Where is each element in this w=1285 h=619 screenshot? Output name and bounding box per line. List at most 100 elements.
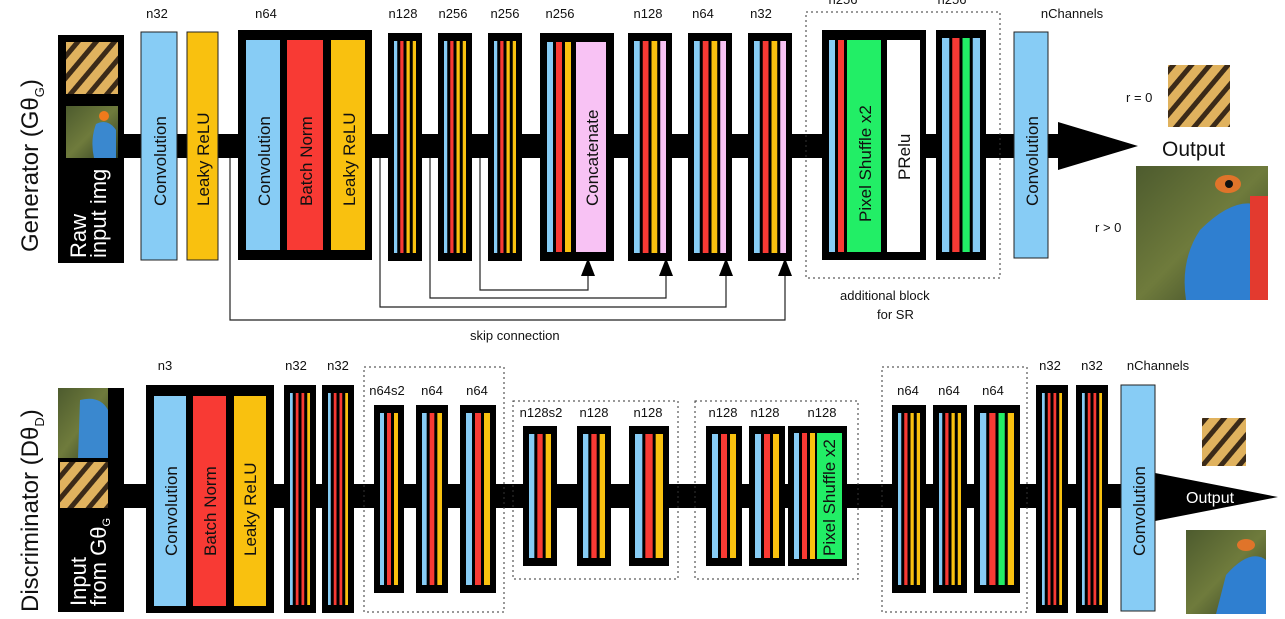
generator-conv1-label: Convolution <box>151 116 170 206</box>
discriminator-stack-block <box>1076 385 1108 613</box>
generator-input-panel: Raw input img <box>58 35 124 263</box>
generator-channel-label: n128 <box>389 6 418 21</box>
discriminator-pixelshuffle-label: Pixel Shuffle x2 <box>820 439 839 556</box>
generator-side-title: Generator (GθG) <box>17 79 47 252</box>
discriminator-output-arrow <box>1150 472 1278 522</box>
discriminator-input-caption-1: Input <box>66 557 91 606</box>
sr-block-frame <box>805 11 1001 279</box>
generator-channel-label: nChannels <box>1041 6 1104 21</box>
generator-leaky1-label: Leaky ReLU <box>194 112 213 206</box>
discriminator-batchnorm-label: Batch Norm <box>201 466 220 556</box>
generator-section: Generator (GθG) Raw input img Convolutio… <box>17 11 1268 343</box>
discriminator-leaky-label: Leaky ReLU <box>241 462 260 556</box>
output-rpos-image <box>1136 166 1268 300</box>
discriminator-channel-label: n32 <box>1081 358 1103 373</box>
discriminator-channel-label: n128 <box>580 405 609 420</box>
generator-conv-out-label: Convolution <box>1023 116 1042 206</box>
generator-channel-labels: n32n64n128n256n256n256n128n64n32n256n256… <box>146 0 1103 21</box>
sr-block-label-1: additional block <box>840 288 930 303</box>
output-rpos-label: r > 0 <box>1095 220 1121 235</box>
discriminator-pixelshuffle-block: Pixel Shuffle x2 <box>788 426 847 566</box>
discriminator-stack-block <box>374 405 404 593</box>
discriminator-stack-block <box>460 405 496 593</box>
discriminator-channel-label: n64 <box>421 383 443 398</box>
discriminator-stack-block <box>284 385 316 613</box>
generator-channel-label: n256 <box>491 6 520 21</box>
generator-leaky1-block <box>186 31 219 261</box>
discriminator-channel-label: n128 <box>634 405 663 420</box>
discriminator-side-title: Discriminator (DθD) <box>17 409 47 612</box>
generator-leaky2-label: Leaky ReLU <box>340 112 359 206</box>
sr-block-label-2: for SR <box>877 307 914 322</box>
output-r0-label: r = 0 <box>1126 90 1152 105</box>
generator-output-title: Output <box>1162 138 1225 161</box>
generator-concat-label: Concatenate <box>583 110 602 206</box>
generator-conv-out-block <box>1013 31 1049 259</box>
discriminator-input-caption-2: from GθG <box>86 518 113 606</box>
discriminator-channel-label: n128 <box>709 405 738 420</box>
generator-batchnorm-label: Batch Norm <box>297 116 316 206</box>
generator-input-caption-1: Raw <box>66 214 91 258</box>
generator-channel-label: n64 <box>255 6 277 21</box>
discriminator-n3-block: Convolution Batch Norm Leaky ReLU <box>146 385 274 613</box>
discriminator-conv1-label: Convolution <box>162 466 181 556</box>
generator-stack-block <box>438 33 472 261</box>
generator-input-caption-2: input img <box>86 169 111 258</box>
generator-stack-block <box>748 33 792 261</box>
generator-channel-label: n32 <box>750 6 772 21</box>
discriminator-output-label: Output <box>1186 490 1235 507</box>
discriminator-input-panel: Input from GθG <box>58 388 124 612</box>
output-r0-image <box>1168 65 1230 127</box>
discriminator-channel-label: n32 <box>1039 358 1061 373</box>
discriminator-channel-label: n3 <box>158 358 172 373</box>
skip-arrowheads <box>581 258 792 276</box>
input-thumbnail-stripes <box>66 42 118 94</box>
discriminator-channel-label: n128 <box>751 405 780 420</box>
discriminator-conv-out-label: Convolution <box>1130 466 1149 556</box>
discriminator-conv-out-block <box>1120 384 1156 612</box>
discriminator-channel-label: n64 <box>466 383 488 398</box>
discriminator-channel-label: nChannels <box>1127 358 1190 373</box>
generator-conv1-block <box>140 31 178 261</box>
discriminator-channel-label: n64 <box>938 383 960 398</box>
generator-channel-label: n32 <box>146 6 168 21</box>
skip-connections <box>229 158 786 321</box>
generator-stack-block <box>628 33 672 261</box>
generator-concat-block: Concatenate <box>540 33 614 261</box>
generator-prelu-label: PRelu <box>895 134 914 180</box>
discriminator-output-image-stripes <box>1202 418 1246 466</box>
discriminator-channel-label: n128s2 <box>520 405 563 420</box>
discriminator-channel-label: n64s2 <box>369 383 404 398</box>
discriminator-stack-block <box>629 426 669 566</box>
generator-channel-label: n128 <box>634 6 663 21</box>
discriminator-stack-block <box>416 405 448 593</box>
discriminator-stack-blocks <box>284 385 1108 613</box>
generator-sr-stack-block <box>936 30 986 260</box>
generator-stack-block <box>688 33 732 261</box>
generator-n64-block: Convolution Batch Norm Leaky ReLU <box>238 30 372 260</box>
input-thumbnail-stripes <box>60 462 108 508</box>
discriminator-stack-block <box>974 405 1020 593</box>
generator-stack-block <box>388 33 422 261</box>
generator-conv2-label: Convolution <box>255 116 274 206</box>
discriminator-stack-block <box>577 426 611 566</box>
discriminator-channel-label: n32 <box>285 358 307 373</box>
discriminator-stack-block <box>933 405 967 593</box>
discriminator-channel-label: n64 <box>897 383 919 398</box>
discriminator-channel-label: n64 <box>982 383 1004 398</box>
discriminator-stack-block <box>892 405 926 593</box>
generator-output-arrow <box>1058 122 1138 170</box>
generator-pixelshuffle-block: Pixel Shuffle x2 PRelu <box>822 30 926 260</box>
discriminator-stack-block <box>749 426 785 566</box>
discriminator-stack-block <box>523 426 557 566</box>
generator-channel-label: n256 <box>938 0 967 7</box>
skip-connection-label: skip connection <box>470 328 560 343</box>
generator-stack-block <box>488 33 522 261</box>
discriminator-output-image-mandrill <box>1186 530 1266 614</box>
generator-channel-label: n256 <box>829 0 858 7</box>
discriminator-section: Output Discriminator (DθD) Input from Gθ… <box>17 366 1278 614</box>
discriminator-stack-block <box>322 385 354 613</box>
generator-channel-label: n256 <box>439 6 468 21</box>
generator-channel-label: n64 <box>692 6 714 21</box>
